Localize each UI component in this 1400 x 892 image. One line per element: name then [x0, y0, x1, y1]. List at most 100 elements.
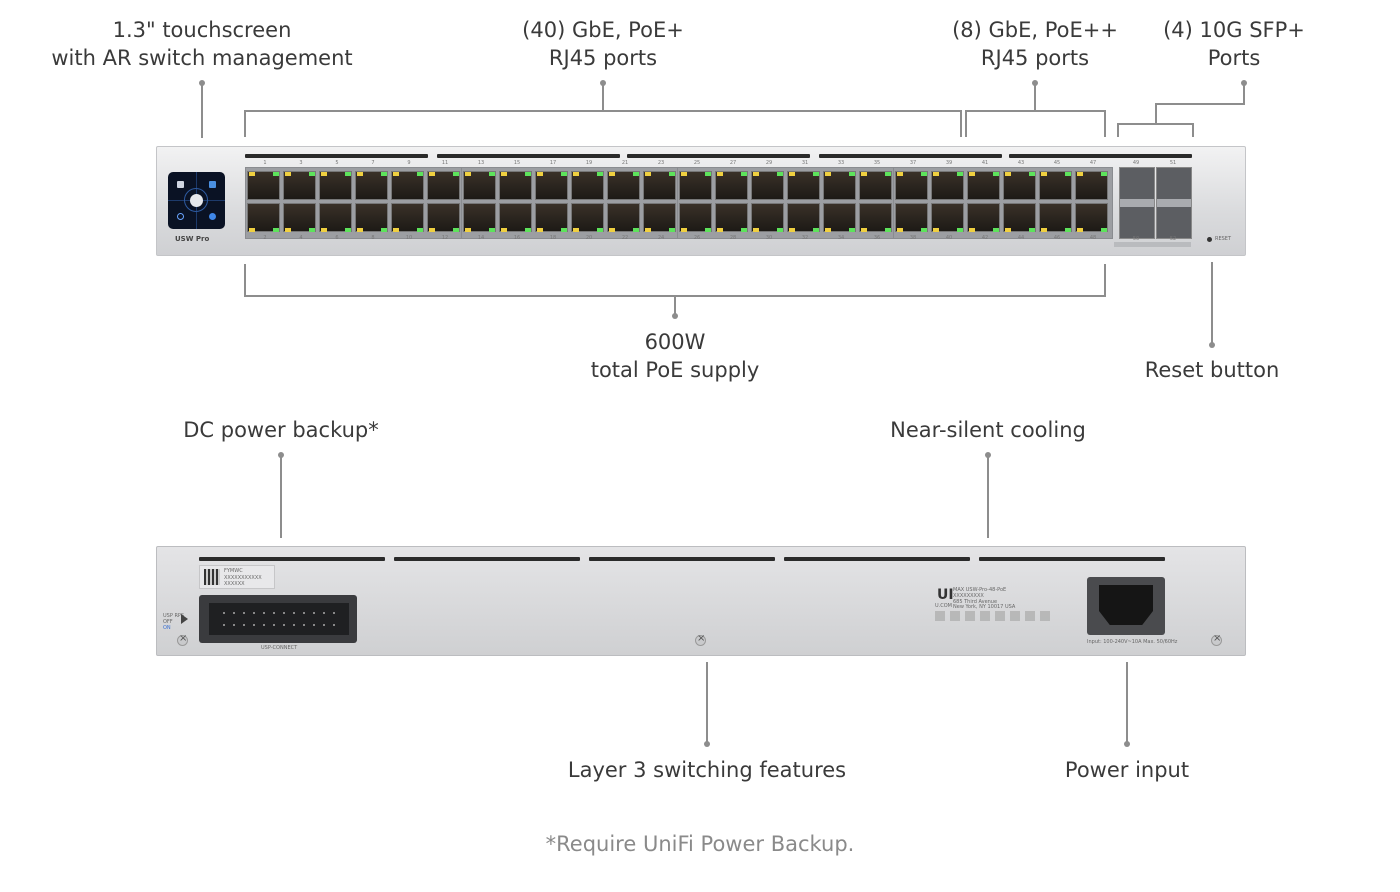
switch-rear-panel: FYMWC XXXXXXXXXXX XXXXXX USP RPS OFF ON …: [156, 546, 1246, 656]
rj45-port[interactable]: [607, 203, 640, 232]
reset-button[interactable]: [1207, 237, 1212, 242]
rj45-port[interactable]: [895, 203, 928, 232]
port-led-link: [273, 172, 279, 176]
port-number-label: 36: [873, 235, 881, 241]
rj45-port[interactable]: [787, 203, 820, 232]
port-number-label: 2: [263, 235, 267, 241]
port-led-activity: [393, 172, 399, 176]
touchscreen-display[interactable]: [168, 172, 225, 229]
port-led-link: [561, 172, 567, 176]
rj45-port[interactable]: [751, 203, 784, 232]
rj45-port[interactable]: [1075, 203, 1108, 232]
rj45-port[interactable]: [463, 203, 496, 232]
port-led-link: [1101, 228, 1107, 232]
port-number-label: 33: [837, 160, 845, 166]
port-led-activity: [609, 228, 615, 232]
rj45-port[interactable]: [931, 203, 964, 232]
sfp-port-cage[interactable]: [1119, 167, 1155, 239]
port-number-label: 8: [371, 235, 375, 241]
port-led-link: [921, 228, 927, 232]
rj45-port[interactable]: [571, 203, 604, 232]
bracket-line: [244, 110, 962, 112]
leader-line: [602, 83, 604, 111]
port-led-activity: [969, 228, 975, 232]
rj45-port[interactable]: [1003, 203, 1036, 232]
port-led-activity: [465, 228, 471, 232]
port-led-link: [777, 228, 783, 232]
reset-button-callout: Reset button: [1144, 358, 1280, 382]
connector-pin: [263, 612, 265, 614]
connector-pin: [253, 624, 255, 626]
port-number-label: 48: [1089, 235, 1097, 241]
leader-line: [1034, 83, 1036, 111]
rj45-port[interactable]: [535, 203, 568, 232]
sfp-port-label: 51: [1169, 160, 1177, 166]
connector-pin: [323, 624, 325, 626]
port-led-link: [957, 228, 963, 232]
port-led-activity: [429, 172, 435, 176]
port-led-activity: [1077, 172, 1083, 176]
port-number-label: 11: [441, 160, 449, 166]
bracket-line: [965, 110, 967, 137]
port-led-link: [993, 228, 999, 232]
callout-line: 1.3" touchscreen: [112, 18, 292, 42]
connector-pin: [263, 624, 265, 626]
port-led-link: [849, 228, 855, 232]
rj45-port[interactable]: [823, 203, 856, 232]
bracket-line: [1155, 103, 1157, 124]
bracket-line: [244, 110, 246, 137]
vent-slot: [199, 557, 385, 561]
rj45-port[interactable]: [355, 203, 388, 232]
vent-slot: [245, 154, 428, 158]
serial-text: FYMWC: [224, 568, 243, 574]
port-number-label: 17: [549, 160, 557, 166]
callout-line: (4) 10G SFP+: [1163, 18, 1305, 42]
rj45-port[interactable]: [499, 203, 532, 232]
poe-plus-ports-callout: (40) GbE, PoE+ RJ45 ports: [522, 16, 684, 72]
port-led-activity: [933, 172, 939, 176]
rj45-port[interactable]: [283, 203, 316, 232]
usp-connect-label: USP-CONNECT: [261, 645, 298, 651]
rj45-port[interactable]: [679, 203, 712, 232]
port-led-activity: [861, 172, 867, 176]
port-led-activity: [573, 228, 579, 232]
rj45-port[interactable]: [1039, 203, 1072, 232]
rj45-port[interactable]: [715, 203, 748, 232]
sfp-divider: [1157, 199, 1191, 207]
port-number-label: 16: [513, 235, 521, 241]
rj45-port[interactable]: [427, 203, 460, 232]
port-led-activity: [681, 228, 687, 232]
port-led-activity: [789, 228, 795, 232]
power-rating: Input: 100-240V~10A Max. 50/60Hz: [1087, 639, 1178, 645]
usp-switch-label: OFF: [163, 619, 173, 625]
vent-slot: [627, 154, 810, 158]
usp-connect-port[interactable]: [199, 595, 357, 643]
rj45-port[interactable]: [391, 203, 424, 232]
power-inlet[interactable]: [1087, 577, 1165, 635]
port-led-link: [741, 228, 747, 232]
rj45-port[interactable]: [967, 203, 1000, 232]
port-led-link: [1065, 228, 1071, 232]
port-led-link: [705, 228, 711, 232]
port-number-label: 9: [407, 160, 411, 166]
callout-line: 600W: [644, 330, 706, 354]
port-led-activity: [249, 228, 255, 232]
port-led-link: [489, 172, 495, 176]
usp-switch-label: ON: [163, 625, 171, 631]
rj45-port[interactable]: [319, 203, 352, 232]
ubiquiti-logo-icon: UI: [937, 587, 954, 603]
rj45-port[interactable]: [643, 203, 676, 232]
rj45-port[interactable]: [859, 203, 892, 232]
rj45-port[interactable]: [247, 203, 280, 232]
connector-pin: [293, 612, 295, 614]
sfp-port-cage[interactable]: [1156, 167, 1192, 239]
rj45-port[interactable]: [643, 171, 676, 200]
display-center-button[interactable]: [190, 194, 203, 207]
connector-pin: [273, 612, 275, 614]
screw-icon: [695, 633, 706, 646]
port-led-link: [345, 228, 351, 232]
callout-line: total PoE supply: [590, 358, 760, 382]
usp-switch-toggle[interactable]: [181, 614, 188, 624]
port-led-activity: [897, 228, 903, 232]
vent-slot: [819, 154, 1002, 158]
